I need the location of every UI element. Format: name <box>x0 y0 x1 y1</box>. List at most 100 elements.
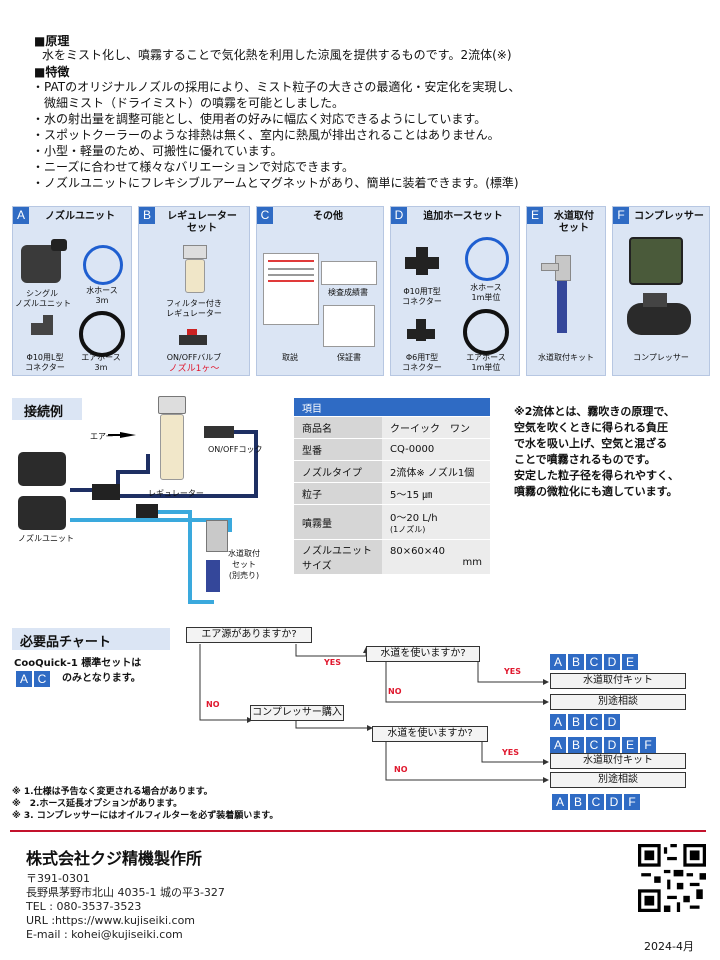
label: コンプレッサー <box>633 353 689 362</box>
panel-e-tap-kit: E 水道取付セット 水道取付キット <box>526 206 606 376</box>
label-red: ノズル1ヶ～ <box>168 364 220 374</box>
panel-letter: B <box>139 207 155 224</box>
air-hose-image <box>463 309 509 355</box>
label: 水道取付キット <box>538 353 594 362</box>
water-line-3 <box>150 518 232 532</box>
air-label: エアー <box>90 432 114 441</box>
principle-heading: ■原理 <box>34 34 70 48</box>
features-list: ・PATのオリジナルノズルの採用により、ミスト粒子の大きさの最適化・安定化を実現… <box>32 79 520 191</box>
table-row: 型番 CQ-0000 <box>294 438 490 461</box>
panel-title: その他 <box>313 211 343 222</box>
nozzle-head-image <box>51 239 67 251</box>
table-row: 噴霧量 0～20 L/h(1ノズル) <box>294 504 490 540</box>
label: 取説 <box>282 353 298 362</box>
company-email[interactable]: E-mail : kohei@kujiseiki.com <box>26 928 183 941</box>
badge: A <box>16 671 32 687</box>
air-line <box>70 454 150 492</box>
compressor-tank-image <box>627 303 691 335</box>
tap-spout <box>541 263 559 271</box>
compressor-motor-image <box>643 293 667 307</box>
l-connector-image-part <box>43 315 53 335</box>
label: 検査成績書 <box>328 288 368 297</box>
spec-header: 項目 <box>294 398 490 417</box>
chart-heading: 必要品チャート <box>20 635 111 650</box>
panel-title: ノズルユニット <box>45 211 115 222</box>
label: ON/OFFバルブ <box>166 353 222 362</box>
feature-item: ・スポットクーラーのような排熱は無く、室内に熱風が排出されることはありません。 <box>32 128 500 142</box>
yes-label: YES <box>502 748 520 757</box>
issue-date: 2024-4月 <box>644 940 694 953</box>
tap-label: 水道取付セット(別売り) <box>228 549 260 580</box>
two-fluid-note: ※2流体とは、霧吹きの原理で、 空気を吹くときに得られる負圧 で水を吸い上げ、空… <box>514 405 679 498</box>
question-water-1: 水道を使いますか? <box>366 646 480 662</box>
no-label: NO <box>206 700 220 709</box>
air-arrow <box>120 432 136 438</box>
nozzle-unit-1 <box>18 452 66 486</box>
panel-c-other: C その他 検査成績書 取説 保証書 <box>256 206 384 376</box>
table-header-row: 項目 <box>294 398 490 417</box>
table-row: ノズルタイプ 2流体※ ノズル1個 <box>294 460 490 483</box>
label: Φ6用T型コネクター <box>402 353 442 372</box>
panel-b-regulator-set: B レギュレーターセット フィルター付きレギュレーター ON/OFFバルブ ノズ… <box>138 206 250 376</box>
feature-item: ・小型・軽量のため、可搬性に優れています。 <box>32 144 283 158</box>
feature-item: 微細ミスト（ドライミスト）の噴霧を可能としました。 <box>32 96 345 110</box>
water-hose-image <box>465 237 509 281</box>
water-hose-image <box>83 245 123 285</box>
no-label: NO <box>394 765 408 774</box>
panel-f-compressor: F コンプレッサー コンプレッサー <box>612 206 710 376</box>
water-line-2 <box>138 510 214 604</box>
panel-title: レギュレーターセット <box>167 211 237 234</box>
label: Φ10用T型コネクター <box>402 287 442 306</box>
warranty-image <box>323 305 375 347</box>
result-consult-1: 別途相談 <box>550 694 686 710</box>
nozzle-label: ノズルユニット <box>18 534 74 543</box>
valve-image <box>179 335 207 345</box>
qr-code-icon <box>638 844 706 912</box>
air-hose-image <box>79 311 125 357</box>
panel-letter: F <box>613 207 629 224</box>
manual-image <box>263 253 319 325</box>
compressor-small-image <box>629 237 683 285</box>
table-row: 商品名 クーイック ワン <box>294 416 490 439</box>
regulator <box>160 414 184 480</box>
tap-hose <box>557 281 567 333</box>
on-off-valve <box>204 426 234 438</box>
yes-label: YES <box>504 667 522 676</box>
standard-set-text: CooQuick-1 標準セットは <box>14 658 142 669</box>
feature-item: ・水の射出量を調整可能とし、使用者の好みに幅広く対応できるようにしています。 <box>32 112 487 126</box>
result-tap-kit-1: 水道取付キット <box>550 673 686 689</box>
nozzle-unit-image <box>21 245 61 283</box>
feature-item: ・PATのオリジナルノズルの採用により、ミスト粒子の大きさの最適化・安定化を実現… <box>32 80 521 94</box>
label: シングルノズルユニット <box>15 289 71 308</box>
divider <box>10 830 706 832</box>
nozzle-unit-2 <box>18 496 66 530</box>
panel-letter: E <box>527 207 543 224</box>
label: 保証書 <box>337 353 361 362</box>
company-url[interactable]: URL :https://www.kujiseiki.com <box>26 914 196 927</box>
panel-title: コンプレッサー <box>634 211 704 222</box>
regulator-gauge <box>158 396 186 414</box>
t-connector-small-image-part <box>416 319 426 341</box>
connection-diagram <box>70 430 258 604</box>
principle-text: 水をミスト化し、噴霧することで気化熱を利用した涼風を提供するものです。2流体(※… <box>42 48 512 62</box>
feature-item: ・ノズルユニットにフレキシブルアームとマグネットがあり、簡単に装着できます。(標… <box>32 176 519 190</box>
company-name: 株式会社クジ精機製作所 <box>26 849 203 868</box>
question-water-2: 水道を使いますか? <box>372 726 488 742</box>
result-tap-kit-2: 水道取付キット <box>550 753 686 769</box>
valve-label: ON/OFFコック <box>208 445 263 454</box>
panel-title: 追加ホースセット <box>423 211 503 222</box>
panel-title: 水道取付セット <box>554 211 594 234</box>
panel-letter: A <box>13 207 29 224</box>
features-heading: ■特徴 <box>34 65 70 79</box>
tap-hose <box>206 560 220 592</box>
standard-set-text-2: のみとなります。 <box>62 673 141 684</box>
